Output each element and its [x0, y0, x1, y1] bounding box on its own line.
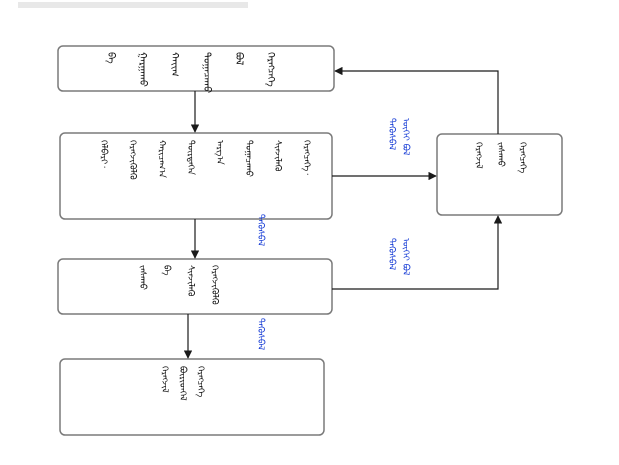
n4-line-0: ᠬᠡᠷᠡᠭᠴᠡᠭᠡ [195, 366, 205, 398]
n1-line-2: ᠲᠣᠭᠠᠴᠠᠬᠤ [201, 52, 212, 93]
node-text-bottom: ᠬᠡᠷᠡᠭᠴᠡᠭᠡ ᠪᠦᠷᠢᠳᠬᠡᠯ ᠬᠡᠷᠡᠭᠵᠢᠯ [159, 366, 205, 401]
n1-line-5: ᠪᠠ [104, 52, 116, 64]
n4-line-1: ᠪᠦᠷᠢᠳᠬᠡᠯ [177, 366, 188, 401]
n1-line-0: ᠬᠡᠷᠡᠭᠴᠡᠭᠡ [265, 52, 276, 87]
fail-label-2a: ᠦᠭᠡᠢ ᠪᠣᠯ [400, 238, 411, 276]
n2-line-1: ᠰᠢᠨᠵᠢᠯᠡᠬᠦ [272, 140, 282, 171]
n1-line-1: ᠪᠣᠯ [233, 52, 244, 65]
n3-line-2: ᠪᠠ [161, 265, 171, 276]
n3-line-1: ᠰᠢᠨᠵᠢᠯᠡᠬᠦ [185, 265, 195, 296]
fail-label-1a: ᠦᠭᠡᠢ ᠪᠣᠯ [400, 118, 411, 156]
n1-line-3: ᠬᠠᠶ᠋ᠢᠭ [169, 52, 180, 77]
node-text-second: ᠬᠡᠷᠡᠭᠴᠡᠭᠡ᠂ ᠰᠢᠨᠵᠢᠯᠡᠬᠦ ᠲᠣᠭᠠᠴᠠᠬᠤ ᠠᠷᠭ᠎ᠠ ᠲᠦᠷᠳᠡᠭᠡᠨ… [98, 140, 311, 180]
n2-line-2: ᠲᠣᠭᠠᠴᠠᠬᠤ [243, 140, 253, 177]
n2-line-6: ᠬᠡᠷᠡᠭᠵᠢᠭᠦᠯᠬᠦ [127, 140, 137, 180]
n2-line-4: ᠲᠦᠷᠳᠡᠭᠡᠨ [185, 140, 196, 175]
n2-line-0: ᠬᠡᠷᠡᠭᠴᠡᠭᠡ᠂ [301, 140, 311, 175]
node-text-third: ᠬᠡᠷᠡᠭᠵᠢᠭᠦᠯᠬᠦ ᠰᠢᠨᠵᠢᠯᠡᠬᠦ ᠪᠠ ᠵᠠᠰᠠᠬᠤ [137, 265, 219, 305]
node-box-third [57, 258, 333, 315]
edge-label-pass-upper: ᠲᠡᠭᠦᠰᠪᠡᠯ [255, 214, 266, 247]
edge-label-pass-lower: ᠲᠡᠭᠦᠰᠪᠡᠯ [255, 318, 266, 351]
pass-label-1: ᠲᠡᠭᠦᠰᠪᠡᠯ [255, 214, 266, 247]
n2-line-5: ᠬᠠᠷᠢᠴᠠᠭ᠎ᠠ [156, 140, 167, 178]
node-text-right: ᠬᠡᠷᠡᠭᠴᠡᠭᠡ ᠵᠠᠰᠠᠬᠤ ᠬᠡᠷᠡᠭᠵᠢᠯ [473, 142, 527, 174]
node-box-right [436, 133, 563, 216]
n1-line-4: ᠭᠠᠷᠭᠠᠬᠤ [137, 52, 148, 87]
n2-line-7: ᠬᠡᠯᠪᠡᠷᠢ᠂ [98, 140, 108, 168]
n5-line-0: ᠬᠡᠷᠡᠭᠴᠡᠭᠡ [517, 142, 527, 174]
n4-line-2: ᠬᠡᠷᠡᠭᠵᠢᠯ [159, 366, 170, 393]
faint-watermark-bar [18, 2, 248, 8]
fail-label-1b: ᠲᠡᠭᠦᠰᠪᠡᠯ [386, 118, 397, 151]
arrow-right-to-top [334, 66, 499, 134]
node-text-top: ᠬᠡᠷᠡᠭᠴᠡᠭᠡ ᠪᠣᠯ ᠲᠣᠭᠠᠴᠠᠬᠤ ᠬᠠᠶ᠋ᠢᠭ ᠭᠠᠷᠭᠠᠬᠤ ᠪᠠ [104, 52, 276, 93]
n3-line-0: ᠬᠡᠷᠡᠭᠵᠢᠭᠦᠯᠬᠦ [209, 265, 219, 305]
n3-line-3: ᠵᠠᠰᠠᠬᠤ [137, 265, 147, 290]
n5-line-2: ᠬᠡᠷᠡᠭᠵᠢᠯ [473, 142, 484, 169]
node-box-top [57, 45, 335, 92]
n2-line-3: ᠠᠷᠭ᠎ᠠ [214, 140, 225, 165]
pass-label-2: ᠲᠡᠭᠦᠰᠪᠡᠯ [255, 318, 266, 351]
node-box-bottom [59, 358, 325, 436]
arrow-third-to-right [332, 215, 503, 290]
fail-label-2b: ᠲᠡᠭᠦᠰᠪᠡᠯ [386, 238, 397, 271]
n5-line-1: ᠵᠠᠰᠠᠬᠤ [495, 142, 505, 167]
